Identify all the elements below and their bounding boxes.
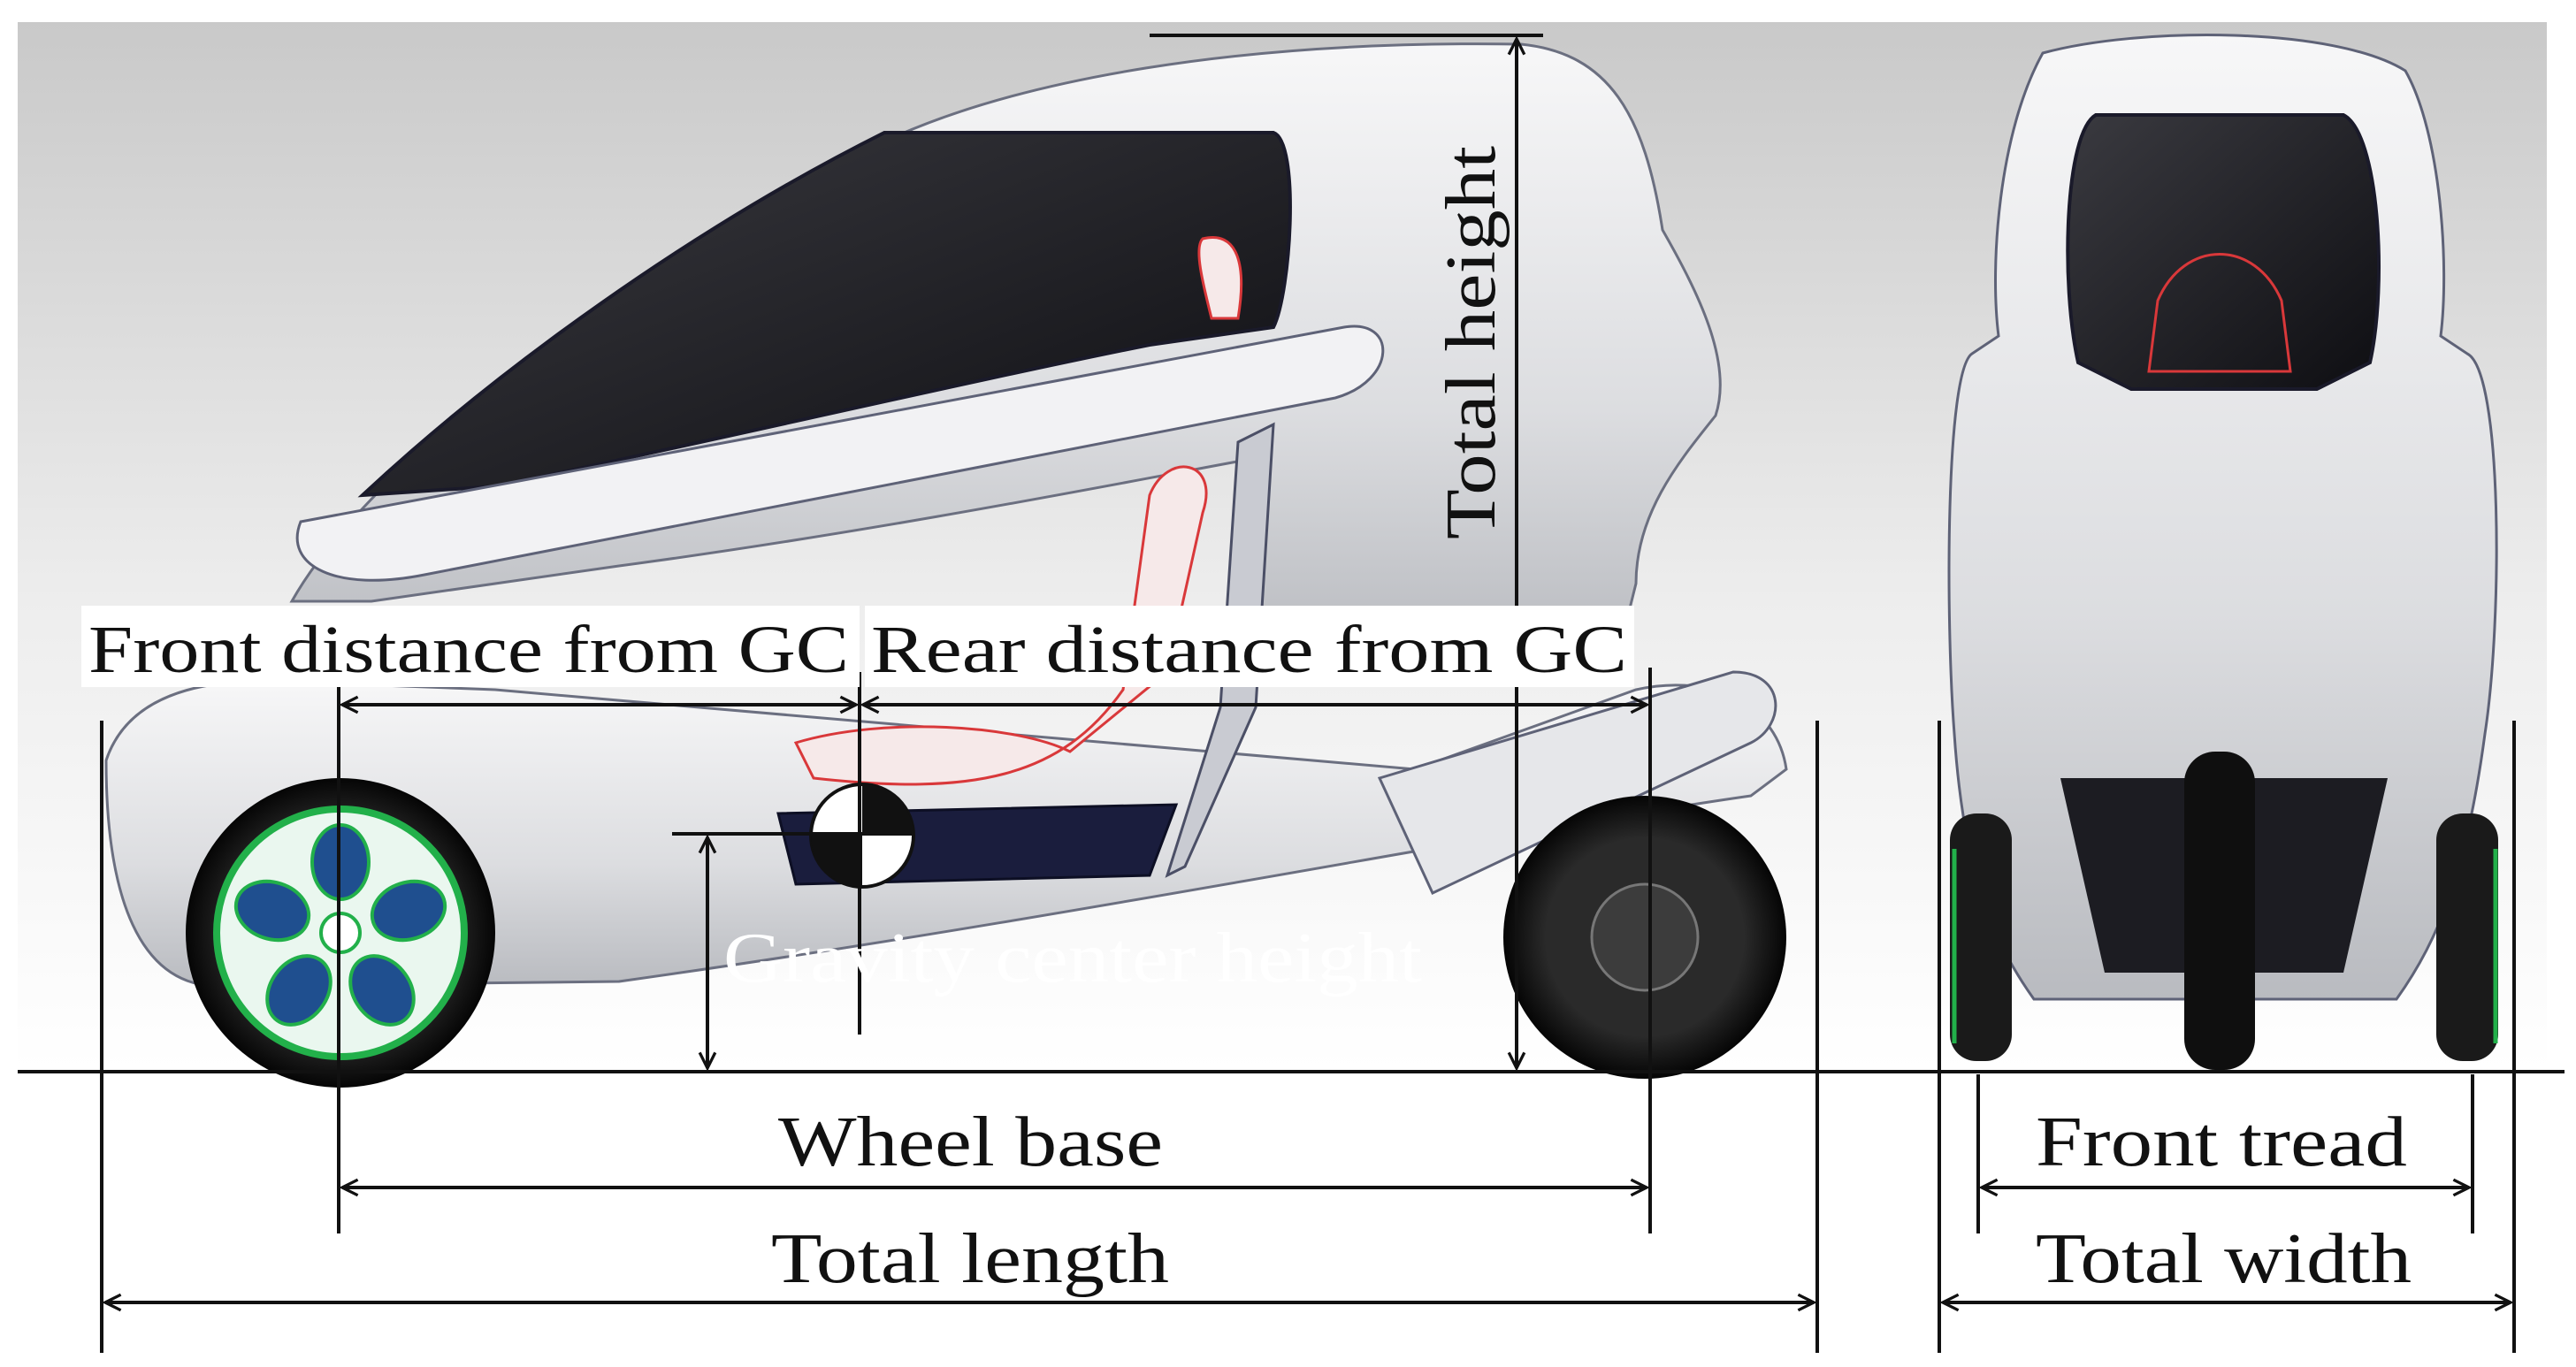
wheel-base-label: Wheel base — [778, 1104, 1163, 1181]
side-window — [357, 131, 1292, 498]
rear-swingarm — [1377, 670, 1777, 896]
front-window — [2066, 113, 2381, 391]
rear-distance-label: Rear distance from GC — [871, 613, 1627, 687]
front-seat — [2147, 253, 2292, 373]
front-right-wheel — [2436, 813, 2498, 1061]
headrest — [1197, 236, 1243, 320]
dimension-labels: Front distance from GC Rear distance fro… — [81, 146, 2412, 1298]
front-view-vehicle — [1947, 34, 2498, 1070]
gravity-center-height-label: Gravity center height — [723, 920, 1422, 997]
dimension-lines — [18, 34, 2565, 1353]
side-view-vehicle — [104, 42, 1788, 1088]
total-height-label: Total height — [1433, 146, 1510, 539]
door-blade — [295, 325, 1385, 582]
rear-distance-label-bg — [865, 606, 1634, 687]
front-left-wheel — [1950, 813, 2012, 1061]
rear-center-wheel — [2184, 752, 2255, 1070]
front-tread-label: Front tread — [2036, 1104, 2407, 1181]
seat — [793, 465, 1208, 786]
front-distance-label-bg — [81, 606, 860, 687]
total-width-label: Total width — [2036, 1220, 2412, 1298]
total-length-label: Total length — [771, 1220, 1169, 1298]
front-rim-spokes — [233, 823, 447, 1027]
rear-hub — [1590, 882, 1700, 992]
front-distance-label: Front distance from GC — [88, 613, 849, 687]
